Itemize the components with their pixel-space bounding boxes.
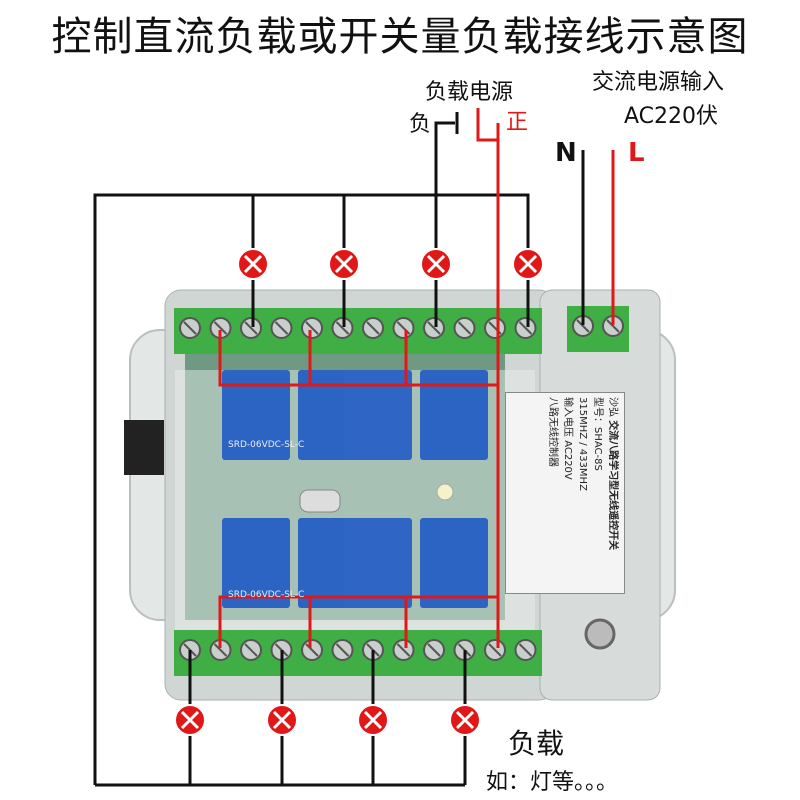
lamp-cross-b-3 xyxy=(426,254,446,274)
terminal-bottom-screw-slot-8 xyxy=(396,643,411,657)
wire-top-common xyxy=(93,193,530,785)
terminal-top-screw-slot-6 xyxy=(335,321,350,335)
relay-1 xyxy=(222,370,290,460)
relay-model-bottom: SRD-06VDC-SL-C xyxy=(228,590,305,600)
terminal-top-screw-slot-2 xyxy=(213,321,228,335)
terminal-top-screw-slot-12 xyxy=(518,321,533,335)
terminal-bottom-screw-slot-2 xyxy=(213,643,228,657)
terminal-top-screw-slot-3 xyxy=(244,321,258,335)
freq-315: 315MHZ xyxy=(577,397,588,440)
terminal-bottom-screw-slot-3 xyxy=(244,643,258,657)
terminal-block-bottom xyxy=(174,630,542,676)
terminal-bottom-screw-slot-6 xyxy=(335,643,350,657)
lamp-cross-b-4 xyxy=(518,254,538,274)
ac-voltage-label: AC220伏 xyxy=(624,104,719,129)
load-label: 负载 xyxy=(508,727,565,760)
terminal-top-screw-slot-1 xyxy=(183,321,197,335)
controller-name: 八路无线控制器 xyxy=(547,397,558,467)
voltage-label: 输入电压 xyxy=(562,397,573,437)
terminal-bottom-screw-slot-11 xyxy=(488,643,502,657)
terminal-top-screw-slot-10 xyxy=(457,321,472,335)
terminal-top-screw-slot-9 xyxy=(427,321,441,335)
dc-supply-label: 负载电源 xyxy=(425,80,514,105)
voltage-value: AC220V xyxy=(562,440,573,480)
load-lamps xyxy=(174,248,544,736)
wire-dc-negative xyxy=(434,121,455,180)
relay-7 xyxy=(344,518,412,608)
antenna-coil xyxy=(124,420,164,475)
terminal-block-top xyxy=(174,308,542,354)
led xyxy=(436,483,454,501)
terminal-bottom-screw-slot-9 xyxy=(427,643,441,657)
lamp-cross-b-6 xyxy=(272,710,292,730)
red-wires xyxy=(218,123,615,648)
ac-neutral-label: N xyxy=(555,138,577,168)
model-number: 型号：SHAC-8S xyxy=(592,397,603,471)
product-name: 交流八路学习型无线遥控开关 xyxy=(607,420,618,551)
terminal-ac-screw-slot-1 xyxy=(576,319,590,333)
lamp-cross-b-7 xyxy=(363,710,383,730)
terminal-top-screw-slot-4 xyxy=(274,321,289,335)
load-example: 如：灯等。。。 xyxy=(486,770,619,795)
lamp-cross-b-8 xyxy=(455,710,475,730)
relays-top xyxy=(222,370,488,460)
freq-433: 433MHZ xyxy=(577,448,588,491)
terminal-top-screw-slot-5 xyxy=(305,321,319,335)
relays-bottom xyxy=(222,518,488,608)
relay-8 xyxy=(420,518,488,608)
black-wires xyxy=(93,121,585,787)
terminal-top-housing xyxy=(174,308,542,354)
terminal-ac-screw-slot-2 xyxy=(606,319,620,333)
terminal-bottom-screw-slot-12 xyxy=(518,643,533,657)
learn-button xyxy=(584,618,616,650)
lamp-cross-b-2 xyxy=(334,254,354,274)
relay-3 xyxy=(344,370,412,460)
terminal-bottom-housing xyxy=(174,630,542,676)
ac-input-label: 交流电源输入 xyxy=(592,70,725,95)
ac-live-label: L xyxy=(628,138,645,168)
module-sticker: 沙弘 交流八路学习型无线遥控开关 型号：SHAC-8S 315MHZ / 433… xyxy=(505,392,625,594)
dc-positive-label: 正 xyxy=(506,110,529,135)
terminal-block-ac xyxy=(567,306,629,352)
crystal xyxy=(299,489,341,513)
relay-5 xyxy=(222,518,290,608)
diagram-title: 控制直流负载或开关量负载接线示意图 xyxy=(51,14,749,60)
lamp-cross-b-5 xyxy=(180,710,200,730)
brand-name: 沙弘 xyxy=(607,397,618,417)
dc-negative-label: 负 xyxy=(409,112,432,137)
terminal-top-screw-slot-7 xyxy=(366,321,380,335)
lamp-cross-b-1 xyxy=(243,254,263,274)
relay-model-top: SRD-06VDC-SL-C xyxy=(228,440,305,450)
terminal-bottom-screw-slot-5 xyxy=(305,643,319,657)
relay-4 xyxy=(420,370,488,460)
